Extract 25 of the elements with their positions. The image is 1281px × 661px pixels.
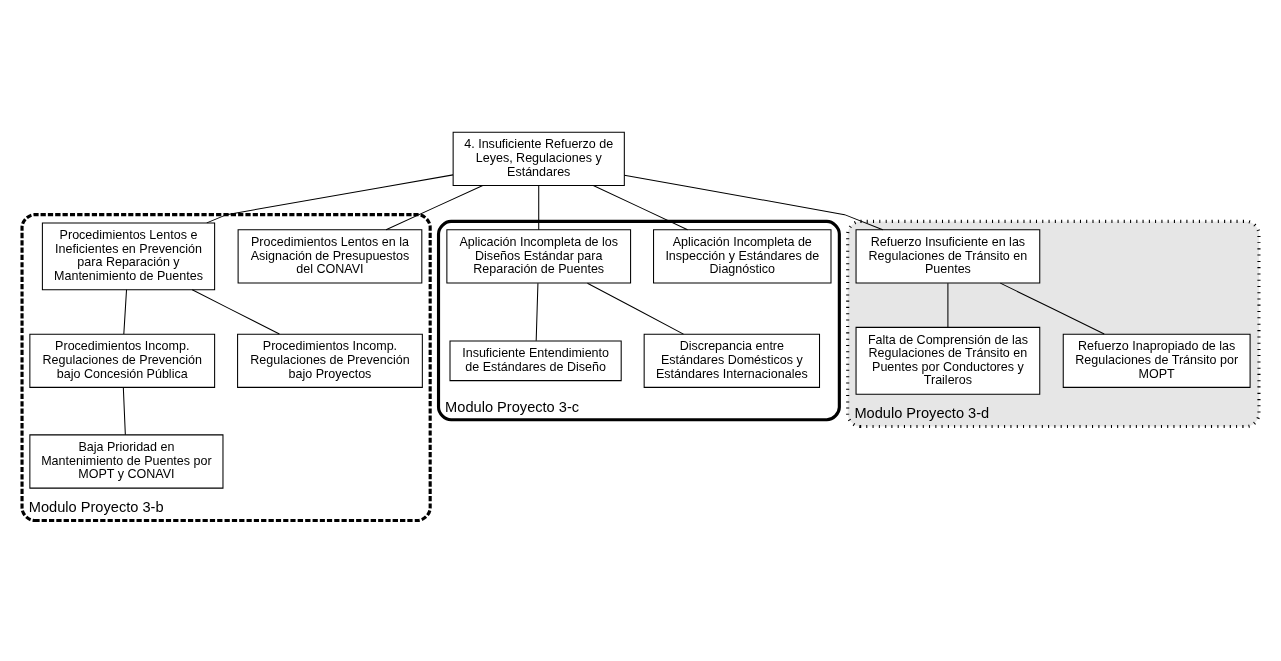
node-box: Procedimientos Incomp. Regulaciones de Prevención bajo Concesión Pública xyxy=(29,333,216,388)
connector xyxy=(123,289,128,335)
node-box: Refuerzo Insuficiente en las Regulaciones de Tránsito en Puentes xyxy=(855,229,1041,284)
connector xyxy=(206,174,454,224)
connector xyxy=(592,184,689,231)
connector xyxy=(586,282,684,335)
connector xyxy=(538,184,540,231)
node-box: Discrepancia entre Estándares Domésticos y Estándares Internacionales xyxy=(643,333,821,388)
node-box: Procedimientos Lentos e Ineficientes en Prevención para Reparación y Mantenimiento de Puentes xyxy=(41,222,216,291)
node-box: Aplicación Incompleta de los Diseños Estándar para Reparación de Puentes xyxy=(446,229,632,284)
node-box: Aplicación Incompleta de Inspección y Estándares de Diagnóstico xyxy=(653,229,832,284)
node-box: 4. Insuficiente Refuerzo de Leyes, Regulaciones y Estándares xyxy=(452,131,625,186)
connector xyxy=(191,289,280,335)
node-box: Procedimientos Lentos en la Asignación de Presupuestos del CONAVI xyxy=(237,229,423,284)
node-box: Insuficiente Entendimiento de Estándares de Diseño xyxy=(449,340,622,382)
connector xyxy=(623,174,884,231)
connector xyxy=(385,184,484,231)
node-box: Refuerzo Inapropiado de las Regulaciones de Tránsito por MOPT xyxy=(1062,333,1251,388)
connector xyxy=(999,282,1105,335)
node-box: Falta de Comprensión de las Regulaciones de Tránsito en Puentes por Conductores y Traileros xyxy=(855,326,1041,395)
connector xyxy=(535,282,539,342)
node-box: Procedimientos Incomp. Regulaciones de Prevención bajo Proyectos xyxy=(237,333,423,388)
connector xyxy=(122,387,126,436)
connector xyxy=(947,282,949,328)
node-box: Baja Prioridad en Mantenimiento de Puentes por MOPT y CONAVI xyxy=(29,434,224,489)
